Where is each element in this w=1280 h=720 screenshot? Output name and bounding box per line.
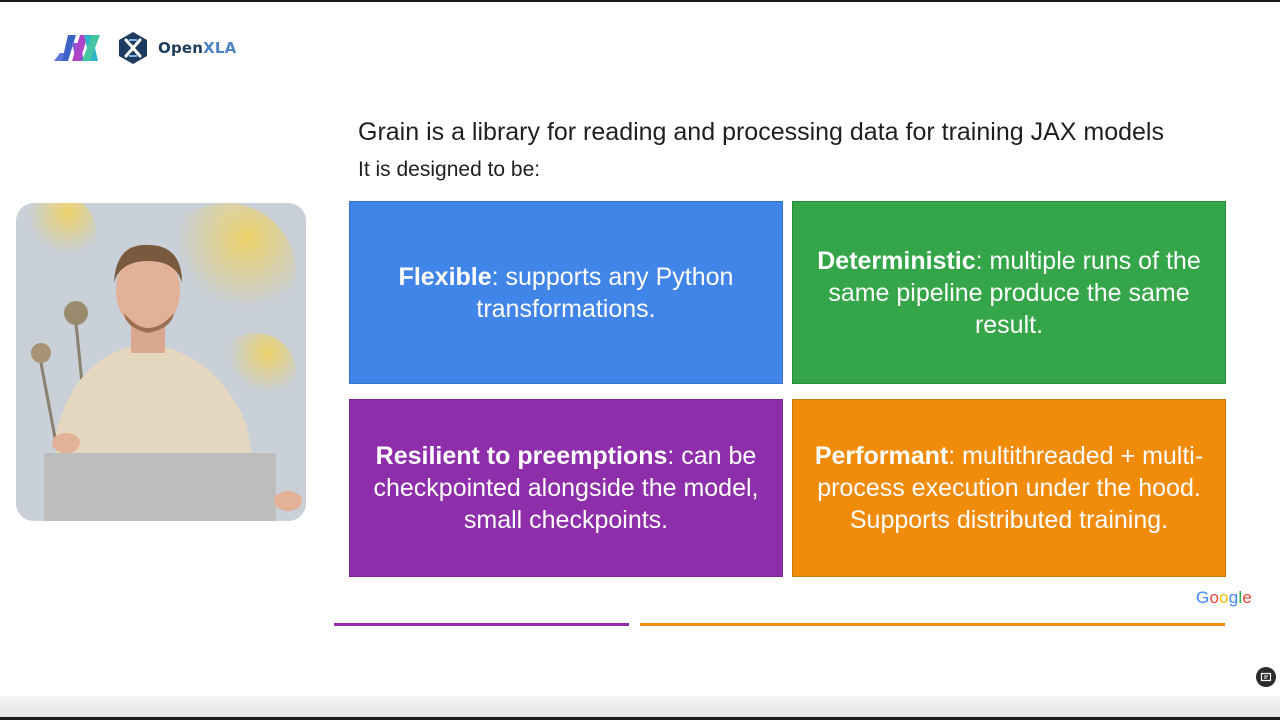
card-flexible-desc: : supports any Python transformations. [476,262,734,323]
card-performant-desc: : multithreaded + multi-process executio… [817,442,1204,534]
card-deterministic-text: Deterministic: multiple runs of the same… [799,245,1219,341]
google-letter: o [1219,588,1229,607]
card-deterministic: Deterministic: multiple runs of the same… [792,201,1226,384]
card-performant: Performant: multithreaded + multi-proces… [792,399,1226,577]
card-resilient: Resilient to preemptions: can be checkpo… [349,399,783,577]
next-slide-strip-purple [334,623,629,626]
google-letter: e [1242,588,1253,607]
card-resilient-desc: : can be checkpointed alongside the mode… [373,442,759,534]
card-flexible-term: Flexible [398,262,492,291]
jax-logo [54,35,100,61]
speaker-illustration [16,203,306,521]
video-controls-bar[interactable] [0,696,1280,717]
card-resilient-term: Resilient to preemptions [375,442,668,470]
openxla-logo: OpenXLA [116,31,237,65]
bottom-border [0,717,1280,720]
openxla-open-text: Open [158,39,204,57]
google-letter: g [1228,588,1239,607]
fullscreen-button[interactable] [1256,667,1276,687]
fullscreen-icon [1260,672,1272,682]
card-flexible: Flexible: supports any Python transforma… [349,201,783,384]
card-performant-term: Performant [814,442,949,470]
slide-subtitle: It is designed to be: [358,158,541,181]
slide-title: Grain is a library for reading and proce… [358,118,1164,146]
google-logo: Google [1196,588,1252,608]
card-deterministic-desc: : multiple runs of the same pipeline pro… [828,246,1201,339]
card-performant-text: Performant: multithreaded + multi-proces… [799,440,1219,536]
openxla-hexagon-icon [119,32,147,64]
openxla-xla-text: XLA [203,39,237,57]
top-border [0,0,1280,2]
next-slide-strip-orange [640,623,1225,626]
google-letter: o [1209,588,1220,607]
google-letter: G [1196,588,1210,607]
slide: Grain is a library for reading and proce… [324,96,1264,626]
speaker-video [16,203,306,521]
card-deterministic-term: Deterministic [817,246,976,275]
card-flexible-text: Flexible: supports any Python transforma… [356,261,776,325]
logo-bar: OpenXLA [50,30,237,66]
openxla-wordmark: OpenXLA [158,39,237,57]
card-resilient-text: Resilient to preemptions: can be checkpo… [356,440,776,536]
google-letter: l [1238,588,1243,607]
